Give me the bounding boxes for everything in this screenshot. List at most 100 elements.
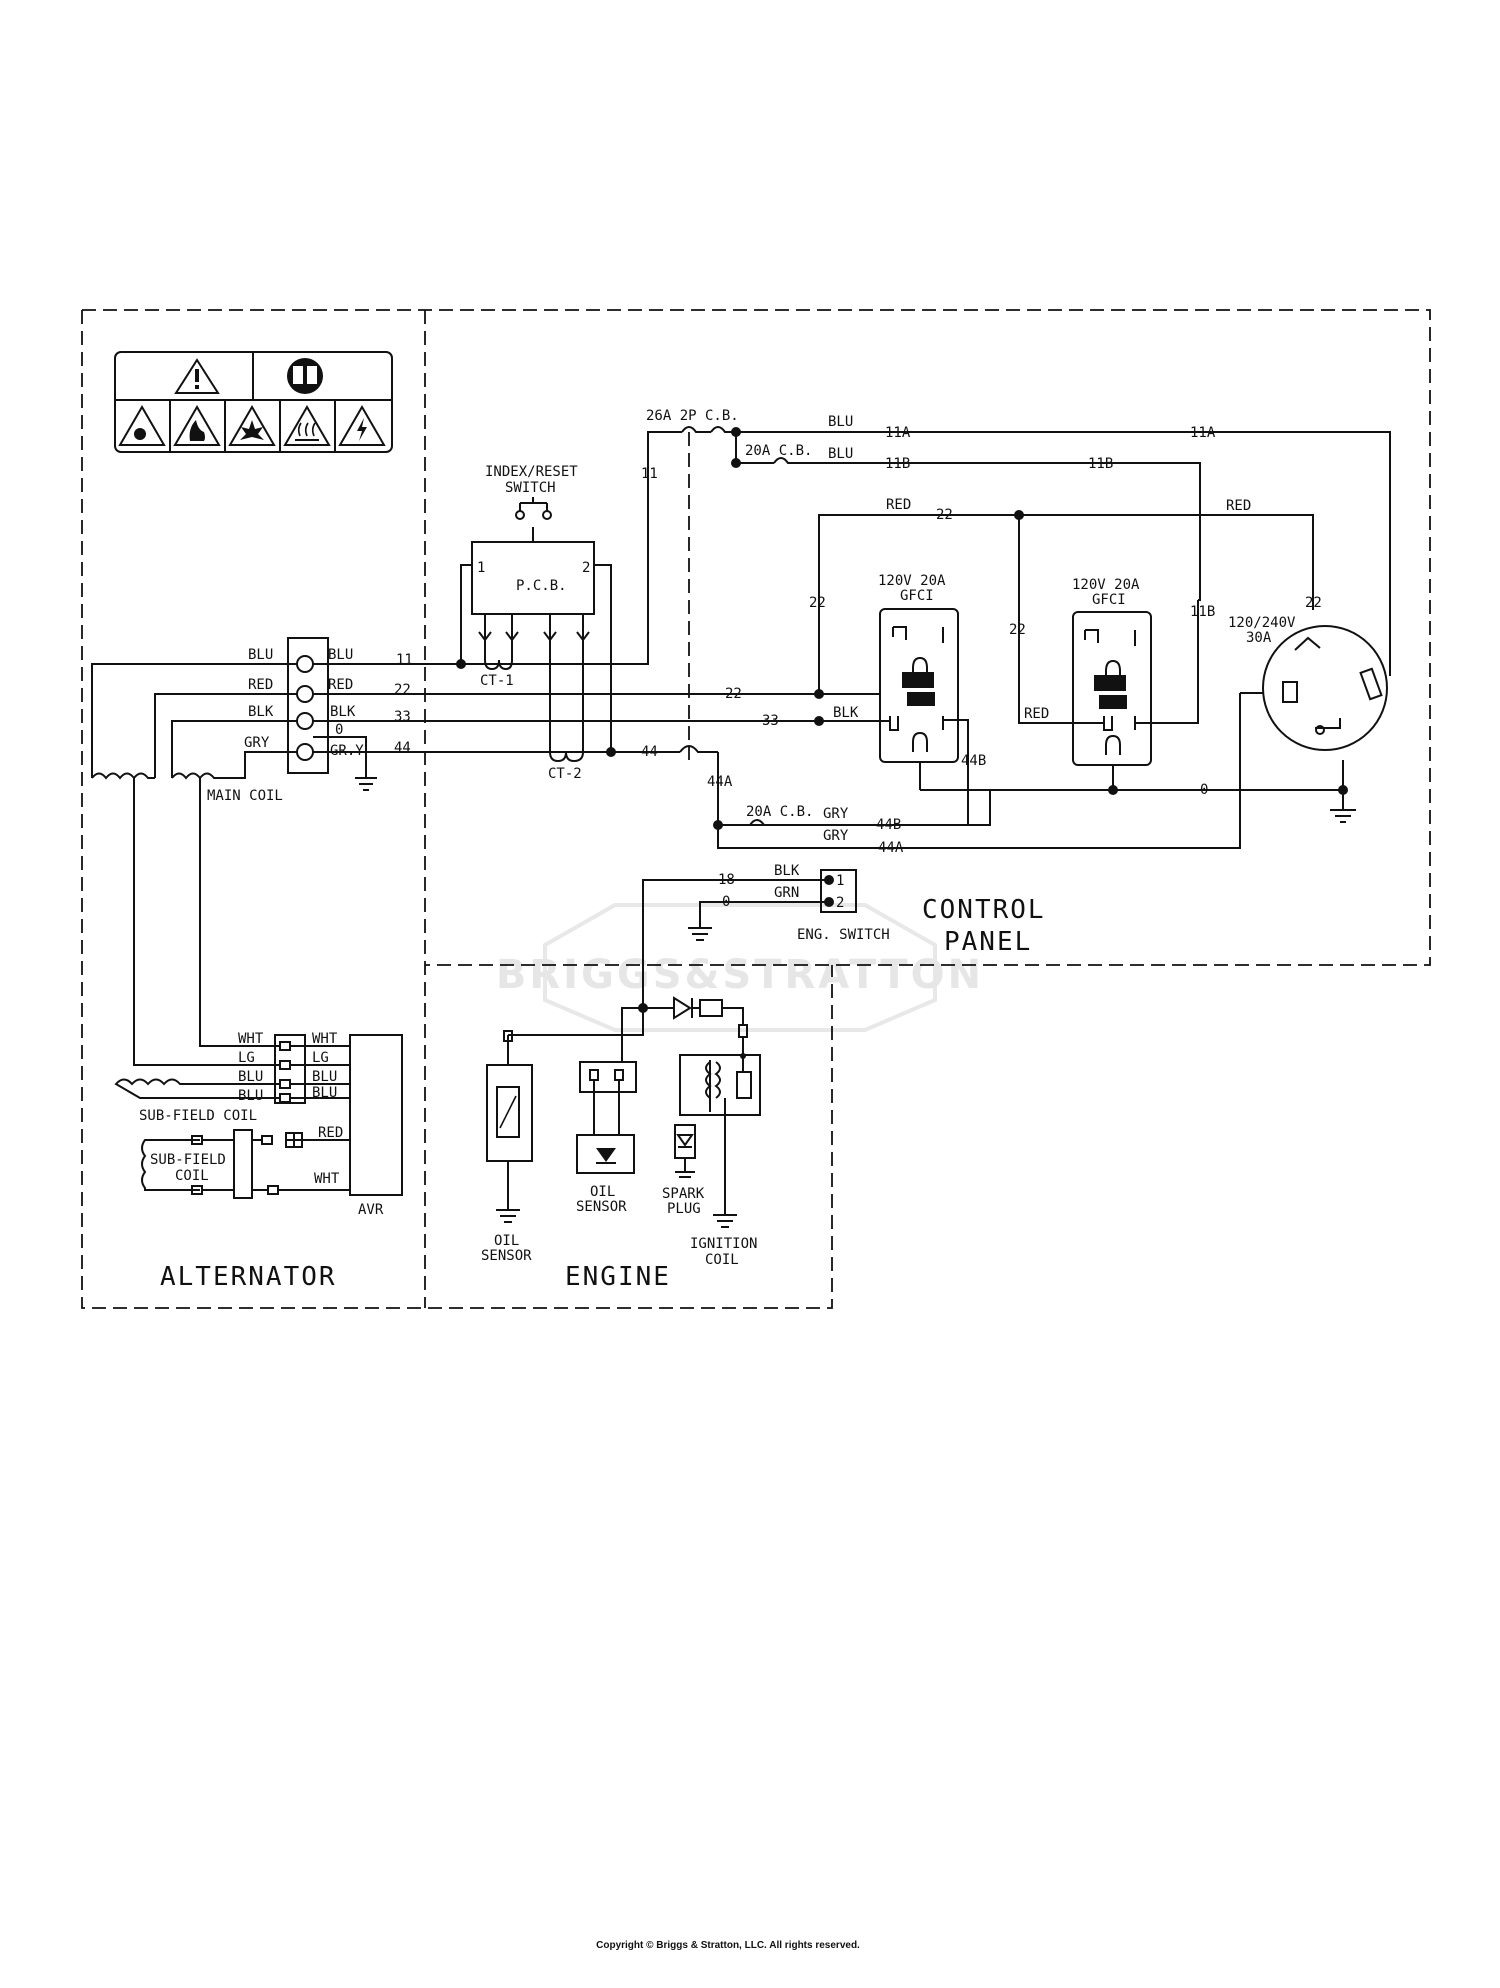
gfci2-label-1: 120V 20A <box>1072 577 1140 593</box>
avr-right-label: BLU <box>312 1069 337 1085</box>
avr-left-label: WHT <box>238 1031 264 1047</box>
terminal-left-label: BLU <box>248 647 273 663</box>
eng-pin-2: 2 <box>836 895 844 911</box>
wire-22-left-label: 22 <box>809 595 826 611</box>
red-top-label: RED <box>886 497 911 513</box>
main-coil-winding-2 <box>171 772 215 780</box>
sub-field-coil-box-label-2: COIL <box>175 1168 209 1184</box>
eng-switch-label: ENG. SWITCH <box>797 927 890 943</box>
wire-11b-label: 11B <box>885 456 910 472</box>
wire-11b-label-2: 11B <box>1088 456 1113 472</box>
wire-44b-label-2: 44B <box>876 817 901 833</box>
spark-plug-label-1: SPARK <box>662 1186 705 1202</box>
eng-pin-1: 1 <box>836 873 844 889</box>
gry-label-2: GRY <box>823 828 849 844</box>
twistlock-outlet-icon <box>1262 625 1388 751</box>
engine-wiring <box>486 996 761 1228</box>
ignition-coil-label-1: IGNITION <box>690 1236 757 1252</box>
wire-11-vert-label: 11 <box>641 466 658 482</box>
manual-book-icon <box>287 358 323 394</box>
watermark-text: BRIGGS&STRATTON <box>496 952 984 998</box>
wire-22-right-label: 22 <box>1305 595 1322 611</box>
grn-eng-label: GRN <box>774 885 799 901</box>
wire-0-eng-label: 0 <box>722 894 730 910</box>
avr-left-label: LG <box>238 1050 255 1066</box>
ignition-coil-label-2: COIL <box>705 1252 739 1268</box>
pcb-label: P.C.B. <box>516 578 567 594</box>
terminal-right-label: GR.Y <box>330 743 364 759</box>
spark-plug-label-2: PLUG <box>667 1201 701 1217</box>
terminal-zero-label: 0 <box>335 722 343 738</box>
oil-sensor-left-label-1: OIL <box>494 1233 519 1249</box>
terminal-left-label: GRY <box>244 735 270 751</box>
gfci1-label-1: 120V 20A <box>878 573 946 589</box>
wire-44a-label: 44A <box>707 774 733 790</box>
twistlock-label-2: 30A <box>1246 630 1272 646</box>
section-label-panel: PANEL <box>944 927 1032 957</box>
engine-labels: OIL SENSOR OIL SENSOR SPARK PLUG IGNITIO… <box>481 1184 757 1268</box>
control-labels: INDEX/RESET SWITCH P.C.B. 1 2 CT-1 CT-2 … <box>394 408 1322 943</box>
explosion-hazard-icon <box>228 405 276 446</box>
blk-gfci-label: BLK <box>833 705 859 721</box>
oil-sensor-mid-label-2: SENSOR <box>576 1199 627 1215</box>
oil-sensor-mid-label-1: OIL <box>590 1184 615 1200</box>
section-label-engine: ENGINE <box>565 1262 671 1292</box>
main-coil-winding-1 <box>91 772 155 780</box>
main-coil-label: MAIN COIL <box>207 788 283 804</box>
ct1-label: CT-1 <box>480 673 514 689</box>
alternator-wiring <box>91 637 420 1199</box>
asphyxiation-hazard-icon <box>118 405 166 446</box>
wire-44-label: 44 <box>394 740 411 756</box>
wire-11-label: 11 <box>396 652 413 668</box>
avr-right-label: BLU <box>312 1085 337 1101</box>
section-borders <box>81 309 1431 1309</box>
terminal-labels-left: BLU RED BLK GRY <box>244 647 274 751</box>
avr-labels: WHT LG BLU BLU WHT LG BLU BLU SUB-FIELD … <box>139 1031 384 1218</box>
wire-22-label: 22 <box>394 682 411 698</box>
cb-20a-bottom-label: 20A C.B. <box>746 804 813 820</box>
terminal-left-label: BLK <box>248 704 274 720</box>
wire-22-line-label: 22 <box>725 686 742 702</box>
cb-26a-label: 26A 2P C.B. <box>646 408 739 424</box>
warning-label <box>114 351 393 453</box>
hot-surface-icon <box>283 405 331 446</box>
fire-hazard-icon <box>173 405 221 446</box>
sub-field-coil-box-label-1: SUB-FIELD <box>150 1152 226 1168</box>
wire-11b-label-3: 11B <box>1190 604 1215 620</box>
wire-33-label: 33 <box>394 709 411 725</box>
gfci1-label-2: GFCI <box>900 588 934 604</box>
gfci2-label-2: GFCI <box>1092 592 1126 608</box>
wire-22-top-label: 22 <box>936 507 953 523</box>
wire-44a-label-2: 44A <box>878 840 904 856</box>
oil-sensor-left-label-2: SENSOR <box>481 1248 532 1264</box>
wire-0-line-label: 0 <box>1200 782 1208 798</box>
cb-20a-top-label: 20A C.B. <box>745 443 812 459</box>
terminal-right-label: BLU <box>328 647 353 663</box>
pcb-pin-2: 2 <box>582 560 590 576</box>
section-label-alternator: ALTERNATOR <box>160 1262 337 1292</box>
blk-eng-label: BLK <box>774 863 800 879</box>
blu-11a-label: BLU <box>828 414 853 430</box>
pcb-pin-1: 1 <box>477 560 485 576</box>
red-gfci2-label: RED <box>1024 706 1049 722</box>
wire-44b-label: 44B <box>961 753 986 769</box>
warning-triangle-icon <box>174 358 220 394</box>
avr-left-label: BLU <box>238 1069 263 1085</box>
avr-right-label: WHT <box>312 1031 338 1047</box>
wire-44-line-label: 44 <box>641 744 658 760</box>
gry-label: GRY <box>823 806 849 822</box>
ct2-label: CT-2 <box>548 766 582 782</box>
shock-hazard-icon <box>338 405 386 446</box>
sub-field-coil-label: SUB-FIELD COIL <box>139 1108 257 1124</box>
avr-wht-label: WHT <box>314 1171 340 1187</box>
wire-33-line-label: 33 <box>762 713 779 729</box>
blu-11b-label: BLU <box>828 446 853 462</box>
avr-label: AVR <box>358 1202 384 1218</box>
avr-left-label: BLU <box>238 1088 263 1104</box>
terminal-right-label: BLK <box>330 704 356 720</box>
wire-22-mid-label: 22 <box>1009 622 1026 638</box>
red-top-label-2: RED <box>1226 498 1251 514</box>
copyright-footer: Copyright © Briggs & Stratton, LLC. All … <box>596 1940 860 1951</box>
avr-right-label: LG <box>312 1050 329 1066</box>
